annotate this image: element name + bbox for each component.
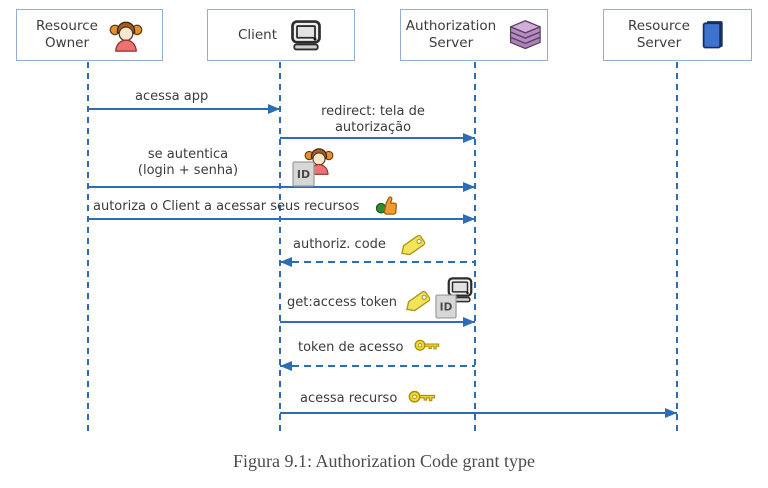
girl-icon (109, 21, 143, 52)
svg-text:ID: ID (297, 168, 310, 181)
arrowhead-right-icon (665, 408, 677, 418)
message-label-se-autentica: se autentica (login + senha) (137, 147, 239, 178)
actor-name-authorization-server: Authorization Server (405, 18, 497, 51)
arrowhead-right-icon (463, 133, 475, 143)
figure-caption: Figura 9.1: Authorization Code grant typ… (233, 451, 535, 471)
arrow-acessa-app (88, 104, 280, 114)
book-icon (702, 21, 723, 49)
lifeline-authorization-server (474, 62, 476, 433)
id-card-client-icon: ID (435, 277, 475, 319)
database-icon (510, 19, 541, 49)
arrow-autoriza (88, 214, 475, 224)
message-label-get-access-token: get:access token (287, 295, 398, 310)
lifeline-resource-owner (87, 62, 89, 433)
svg-text:ID: ID (440, 301, 453, 313)
key-icon (408, 389, 436, 405)
arrowhead-left-icon (280, 361, 292, 371)
arrow-token-de-acesso (280, 361, 475, 371)
arrowhead-right-icon (268, 104, 280, 114)
tag-icon (397, 230, 431, 260)
actor-client: Client (207, 9, 355, 61)
arrow-authoriz-code (280, 257, 475, 267)
message-label-authoriz-code: authoriz. code (293, 237, 386, 252)
arrowhead-right-icon (463, 317, 475, 327)
arrowhead-left-icon (280, 257, 292, 267)
arrow-get-access-token (280, 317, 475, 327)
actor-authorization-server: Authorization Server (400, 9, 548, 61)
actor-name-resource-server: Resource Server (628, 18, 690, 51)
id-card-icon: ID (435, 294, 457, 319)
lifeline-client (279, 62, 281, 433)
message-label-autoriza: autoriza o Client a acessar seus recurso… (93, 199, 360, 214)
actor-resource-owner: Resource Owner (16, 9, 163, 61)
arrow-redirect (280, 133, 475, 143)
computer-icon (291, 19, 321, 50)
message-label-redirect: redirect: tela de autorização (321, 104, 425, 135)
actor-name-resource-owner: Resource Owner (36, 18, 98, 51)
arrowhead-right-icon (463, 182, 475, 192)
id-card-user-icon: ID (292, 145, 334, 187)
lifeline-resource-server (676, 62, 678, 433)
message-label-acessa-app: acessa app (135, 89, 209, 104)
arrow-se-autentica (88, 182, 475, 192)
thumbs-up-icon (376, 196, 398, 217)
arrow-acessa-recurso (280, 408, 677, 418)
id-card-icon: ID (292, 161, 315, 187)
tag-icon (402, 286, 436, 316)
message-label-acessa-recurso: acessa recurso (300, 391, 398, 406)
arrowhead-right-icon (463, 214, 475, 224)
key-icon (414, 338, 440, 353)
actor-resource-server: Resource Server (603, 9, 752, 61)
actor-name-client: Client (237, 26, 278, 43)
message-label-token-de-acesso: token de acesso (298, 340, 404, 355)
